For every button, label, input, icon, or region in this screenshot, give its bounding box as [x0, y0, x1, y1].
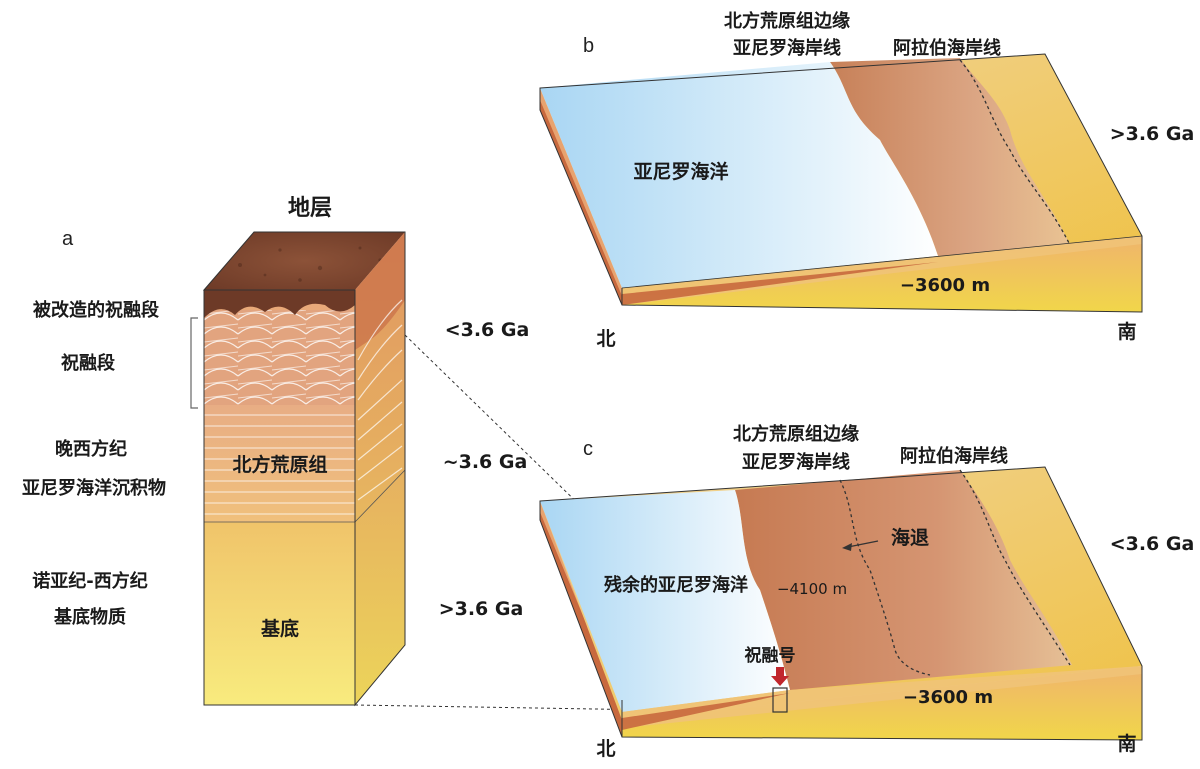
label-modified-zhurong: 被改造的祝融段 — [33, 299, 160, 321]
b-depth: −3600 m — [900, 275, 990, 296]
label-basement: 基底 — [260, 617, 299, 640]
label-noachian-hesperian: 诺亚纪-西方纪 — [32, 570, 147, 592]
c-south: 南 — [1117, 733, 1136, 755]
label-late-hesperian: 晚西方纪 — [55, 438, 127, 460]
block-diagram-b — [539, 53, 1143, 313]
modified-zhurong-unit — [204, 290, 355, 318]
c-regression: 海退 — [891, 526, 929, 549]
b-north: 北 — [596, 328, 615, 350]
column-top-face — [204, 232, 405, 290]
regression-arrowhead-icon — [842, 543, 852, 551]
column-side-laminae — [357, 299, 403, 501]
panel-c-letter: c — [583, 438, 593, 460]
c-north: 北 — [596, 738, 615, 760]
c-remnant-ocean: 残余的亚尼罗海洋 — [604, 574, 748, 596]
ocean-b — [540, 62, 938, 288]
c-age: <3.6 Ga — [1110, 533, 1195, 555]
b-age: >3.6 Ga — [1110, 123, 1195, 145]
rover-location-box — [772, 687, 788, 713]
c-depth-4100: −4100 m — [777, 580, 847, 598]
panel-a-letter: a — [62, 228, 74, 250]
label-basement-material: 基底物质 — [53, 606, 126, 628]
column-top-speckle — [238, 246, 382, 282]
cross-bedding — [204, 310, 355, 405]
label-deuteronilus-sediments: 亚尼罗海洋沉积物 — [22, 477, 166, 499]
c-rover-label: 祝融号 — [745, 646, 796, 666]
age-middle: ~3.6 Ga — [443, 451, 528, 473]
label-vbf: 北方荒原组 — [232, 453, 327, 476]
rover-arrow-icon — [771, 667, 789, 686]
age-upper: <3.6 Ga — [445, 319, 530, 341]
basement-unit — [204, 522, 355, 705]
c-depth-3600: −3600 m — [903, 687, 993, 708]
c-deuteronilus-shoreline: 亚尼罗海岸线 — [742, 451, 850, 473]
b-arabia-shoreline: 阿拉伯海岸线 — [893, 37, 1001, 59]
b-deuteronilus-shoreline: 亚尼罗海岸线 — [733, 37, 841, 59]
column-side-face — [355, 232, 405, 705]
b-south: 南 — [1117, 321, 1136, 343]
vbf-zone-c — [735, 470, 1072, 690]
zhurong-bracket — [190, 317, 198, 409]
arabia-shoreline-b — [959, 59, 1071, 246]
label-zhurong: 祝融段 — [61, 352, 116, 374]
c-vbf-margin: 北方荒原组边缘 — [733, 423, 859, 445]
age-lower: >3.6 Ga — [439, 598, 524, 620]
panel-b-letter: b — [583, 35, 594, 57]
deuteronilus-shoreline-c — [839, 479, 931, 676]
arabia-shoreline-c — [959, 469, 1071, 666]
block-diagram-c — [539, 466, 1143, 741]
vbf-laminae — [204, 414, 355, 515]
column-title: 地层 — [288, 196, 332, 221]
vbf-zone-b — [830, 58, 1070, 256]
b-ocean-label: 亚尼罗海洋 — [633, 160, 728, 183]
regression-arrow — [847, 540, 879, 548]
c-arabia-shoreline: 阿拉伯海岸线 — [900, 445, 1008, 467]
b-vbf-margin: 北方荒原组边缘 — [724, 10, 850, 32]
stratigraphic-column — [202, 231, 406, 707]
remnant-ocean-c — [540, 490, 790, 712]
